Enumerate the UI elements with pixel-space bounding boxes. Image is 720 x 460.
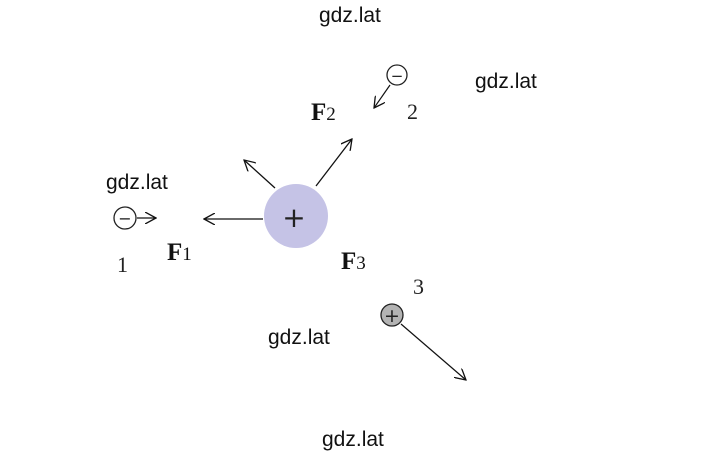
force-f1-letter: F (167, 239, 183, 266)
charge-3 (380, 303, 404, 327)
watermark-left: gdz.lat (106, 171, 168, 194)
charge-3-velocity-arrow (400, 323, 466, 380)
central-charge (264, 184, 328, 248)
force-label-f3: F3 (341, 249, 366, 274)
force-f3-subscript: 3 (356, 253, 366, 274)
force-f2-subscript: 2 (326, 104, 336, 125)
force-f2-letter: F (311, 99, 327, 126)
central-charge-sign: + (282, 201, 305, 234)
force-f3-letter: F (341, 248, 357, 275)
watermark-top: gdz.lat (319, 4, 381, 27)
charge-3-number: 3 (413, 274, 424, 299)
watermark-middle: gdz.lat (268, 326, 330, 349)
charge-3-sign: + (384, 305, 400, 327)
force-arrow-f2 (315, 139, 352, 187)
charge-2-number: 2 (407, 99, 418, 124)
force-f1-subscript: 1 (182, 244, 192, 265)
watermark-bottom: gdz.lat (322, 428, 384, 451)
watermark-right: gdz.lat (475, 70, 537, 93)
force-label-f1: F1 (167, 240, 192, 265)
force-arrow-resultant (244, 160, 276, 189)
force-label-f2: F2 (311, 100, 336, 125)
charge-2-sign: − (391, 67, 404, 85)
charge-1-number: 1 (117, 252, 128, 277)
charge-1-sign: − (118, 209, 131, 228)
charge-1 (113, 206, 137, 230)
charge-2-velocity-arrow (374, 84, 391, 108)
charge-2 (386, 64, 408, 86)
